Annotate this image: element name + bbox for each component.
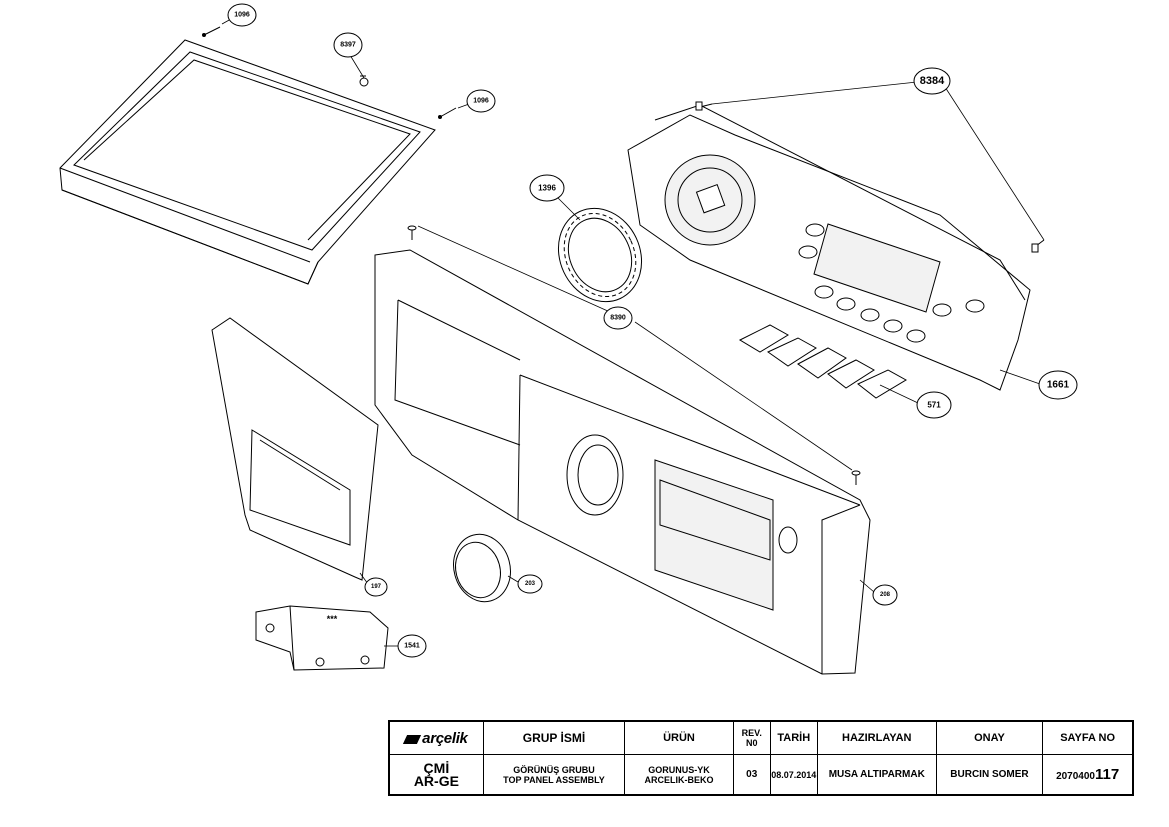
page-no-suffix: 117 — [1095, 766, 1120, 783]
callout-1661: 1661 — [1038, 370, 1078, 400]
screw-8384-right — [1031, 239, 1045, 253]
brand-logo-mark — [403, 735, 422, 745]
page-no-value: 2070400117 — [1042, 754, 1134, 796]
svg-text:8390: 8390 — [610, 315, 626, 322]
callout-1396: 1396 — [529, 174, 565, 202]
svg-text:1541: 1541 — [404, 643, 420, 650]
selector-ring-1396 — [557, 207, 643, 303]
svg-text:197: 197 — [371, 584, 382, 590]
header-group-name: GRUP İSMİ — [482, 720, 626, 755]
callout-197: 197 — [364, 577, 388, 597]
header-rev-no-line2: N0 — [745, 738, 758, 748]
brand-cell: arçelik — [388, 720, 484, 755]
callout-208: 208 — [872, 584, 898, 606]
svg-text:8384: 8384 — [920, 75, 945, 87]
cmi-cell: ÇMİ AR-GE — [388, 754, 484, 796]
screw-8390-left — [407, 225, 417, 240]
prepared-by-value: MUSA ALTIPARMAK — [816, 754, 937, 796]
approval-value: BURCIN SOMER — [935, 754, 1044, 796]
screw-1096-top — [202, 26, 221, 37]
svg-text:203: 203 — [525, 581, 536, 587]
header-date: TARİH — [769, 720, 818, 755]
leader-lines — [221, 18, 1045, 647]
rev-no-value: 03 — [732, 754, 771, 796]
title-block: arçelik GRUP İSMİ ÜRÜN REV. N0 TARİH HAZ… — [388, 720, 1134, 796]
cmi-line2: AR-GE — [413, 772, 459, 789]
callout-8384: 8384 — [913, 67, 951, 95]
product-line1: GORUNUS-YK — [648, 764, 710, 775]
callout-1541: 1541 — [397, 634, 427, 658]
callout-8397: 8397 — [333, 32, 363, 58]
svg-text:208: 208 — [880, 592, 891, 598]
header-prepared-by: HAZIRLAYAN — [816, 720, 937, 755]
screw-8390-right — [851, 470, 861, 485]
callout-1096-top: 1096 — [227, 3, 257, 27]
callout-8390: 8390 — [603, 306, 633, 330]
header-page-no: SAYFA NO — [1042, 720, 1134, 755]
exploded-parts-diagram: *** 1096 8397 1096 8384 1396 — [59, 3, 1078, 675]
header-approval: ONAY — [935, 720, 1044, 755]
card-buttons — [798, 223, 985, 343]
drawer-handle-1541: *** — [255, 605, 389, 671]
drawer-handle-marking: *** — [327, 614, 338, 624]
detergent-drawer-front-197 — [211, 317, 379, 581]
group-line2: TOP PANEL ASSEMBLY — [503, 774, 605, 785]
callout-571: 571 — [916, 391, 952, 419]
control-panel-front-208 — [374, 249, 871, 675]
screw-8384-left — [695, 101, 713, 111]
page-no-prefix: 2070400 — [1056, 771, 1095, 782]
svg-text:1396: 1396 — [538, 184, 556, 193]
brand-logo-text: arçelik — [422, 729, 468, 747]
date-value: 08.07.2014 — [769, 754, 818, 796]
program-knob-203 — [453, 533, 511, 603]
group-name-value: GÖRÜNÜŞ GRUBU TOP PANEL ASSEMBLY — [482, 754, 626, 796]
svg-text:571: 571 — [927, 401, 941, 410]
cmi-line1: ÇMİ — [423, 759, 450, 776]
header-rev-no-line1: REV. — [741, 728, 762, 738]
product-line2: ARCELIK-BEKO — [644, 774, 714, 785]
top-panel-lid — [59, 39, 436, 285]
push-buttons-571 — [738, 324, 907, 399]
svg-text:8397: 8397 — [340, 42, 356, 49]
callout-203: 203 — [517, 574, 543, 594]
header-rev-no: REV. N0 — [732, 720, 771, 755]
header-product: ÜRÜN — [624, 720, 734, 755]
callout-1096-right: 1096 — [466, 89, 496, 113]
svg-text:1096: 1096 — [473, 98, 489, 105]
svg-text:1661: 1661 — [1047, 380, 1070, 391]
product-value: GORUNUS-YK ARCELIK-BEKO — [624, 754, 734, 796]
svg-text:1096: 1096 — [234, 12, 250, 19]
screw-1096-right — [438, 107, 457, 119]
group-line1: GÖRÜNÜŞ GRUBU — [513, 764, 595, 775]
electronic-card-1661 — [627, 104, 1031, 391]
